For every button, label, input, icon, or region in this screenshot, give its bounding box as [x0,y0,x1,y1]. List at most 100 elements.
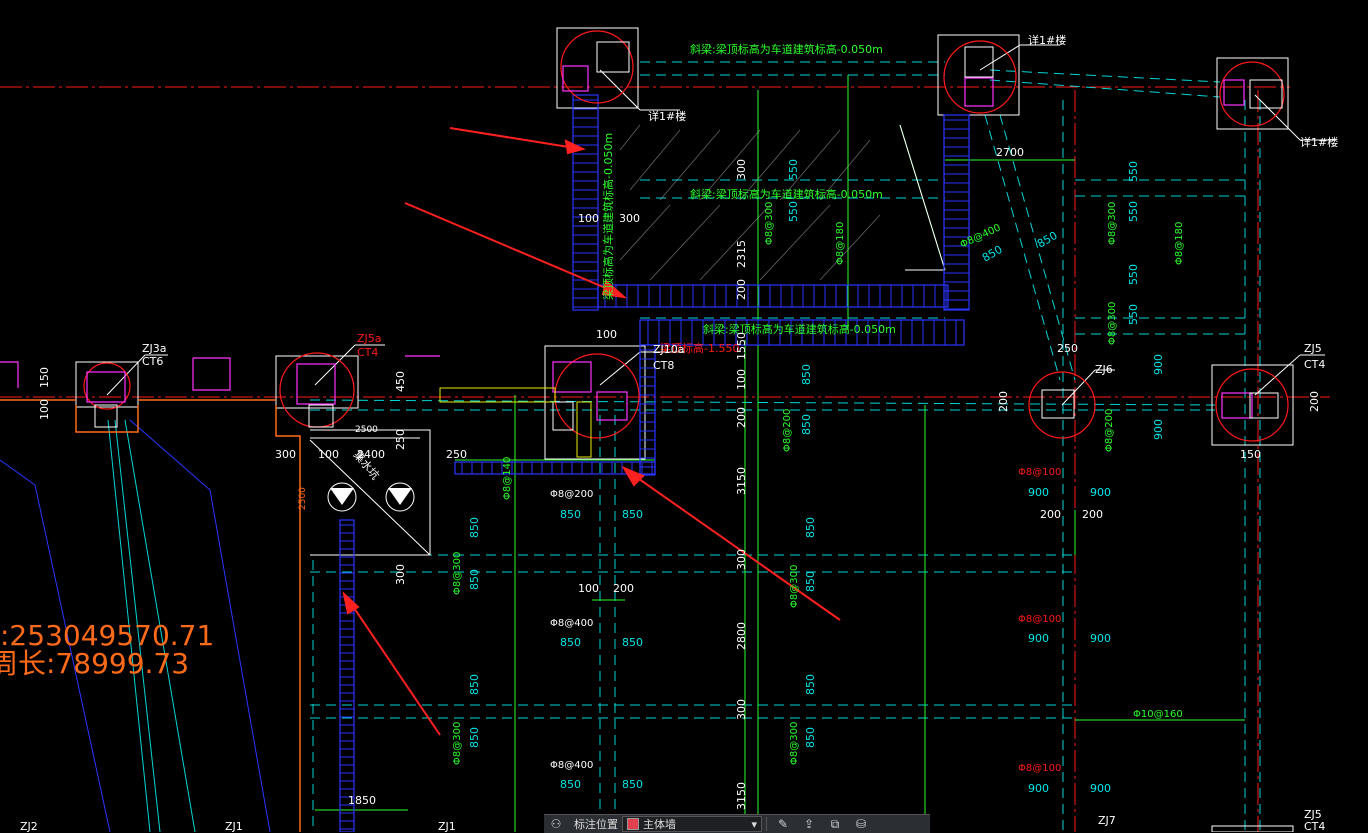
slope-note-1: 斜梁:梁顶标高为车道建筑标高-0.050m [690,42,883,56]
rebar-8: Φ8@200 [550,489,593,500]
dim-300-e: 300 [275,448,296,461]
drain-symbols [327,482,415,512]
dim-200-d: 200 [1040,508,1061,521]
dim-300-a: 300 [735,159,748,180]
cyan-grid-lines [299,61,1261,832]
dim-100-b: 100 [596,328,617,341]
ramp-hatch [619,124,881,281]
dim-850-l: 850 [622,636,643,649]
copy-icon: ⧉ [830,816,840,831]
rebar-19: Φ8@140 [502,457,513,500]
layer-dropdown[interactable]: 主体墙 ▾ [622,816,762,832]
dim-2500: 2500 [355,425,378,435]
dim-900-g: 900 [1028,782,1049,795]
ref-label-2: 详1#楼 [1028,33,1066,47]
dim-850-d: 850 [800,414,813,435]
axis-lines [0,86,1330,832]
dim-900-h: 900 [1090,782,1111,795]
dim-3150-a: 3150 [735,467,748,495]
layer-label: 标注位置 [574,819,618,831]
dim-550-d: 550 [1127,201,1140,222]
yellow-column [576,401,592,458]
beam-ladders [339,94,970,832]
slope-note-2: 斜梁:梁顶标高为车道建筑标高-0.050m [690,187,883,201]
dim-850-h: 850 [468,569,481,590]
orange-outlines [0,399,301,832]
dim-850-o: 850 [468,674,481,695]
dim-900-d: 900 [1090,486,1111,499]
dim-150-b: 150 [1240,448,1261,461]
dim-100-d: 100 [578,582,599,595]
label-zj3a: ZJ3a [142,342,167,355]
dim-100-f: 100 [318,448,339,461]
left-blue-lines [0,419,271,832]
layer-label-container: 标注位置 [570,815,622,833]
stack-button[interactable]: ⛁ [849,815,875,833]
dim-150-a: 150 [38,367,51,388]
label-zj1a: ZJ1 [225,820,243,832]
match-button[interactable]: ✎ [771,815,797,833]
dim-200-a: 200 [735,279,748,300]
dim-200-e: 200 [997,391,1010,412]
dim-200-f: 200 [1308,391,1321,412]
rebar-18: Φ8@300 [452,722,463,765]
match-icon: ✎ [777,817,789,831]
label-zj5b: ZJ5 [1304,808,1322,821]
label-zj5a: ZJ5a [357,332,382,345]
rebar-15: Φ8@100 [1018,614,1061,625]
vertical-note: 梁顶标高为车道建筑标高-0.050m [601,133,615,300]
label-zj6: ZJ6 [1095,363,1113,376]
green-lines [315,75,1245,832]
dim-2400: 2400 [357,448,385,461]
dim-900-a: 900 [1152,354,1165,375]
chevron-down-icon: ▾ [751,818,757,831]
rebar-2: Φ8@180 [835,222,846,265]
move-button[interactable]: ⇪ [797,815,823,833]
dim-900-e: 900 [1028,632,1049,645]
label-zj1b: ZJ1 [438,820,456,832]
dim-300-f: 300 [394,564,407,585]
slope-note-3: 斜梁:梁顶标高为车道建筑标高-0.050m [703,322,896,336]
dim-450: 450 [394,371,407,392]
rebar-7: Φ8@200 [782,409,793,452]
rebar-1: Φ8@300 [764,202,775,245]
dim-850-q: 850 [804,674,817,695]
dim-850-r: 850 [804,727,817,748]
layer-state-button[interactable]: ⚇ [544,815,570,833]
dim-550-b: 550 [787,201,800,222]
dim-850-g: 850 [468,517,481,538]
dim-300-d: 300 [735,699,748,720]
rebar-5: Φ8@180 [1174,222,1185,265]
dim-200-b: 200 [735,407,748,428]
dim-900-c: 900 [1028,486,1049,499]
stack-icon: ⛁ [855,817,867,831]
dim-1550: 1550 [735,332,748,360]
label-ct4a: CT4 [357,346,378,359]
dim-100-c: 100 [735,369,748,390]
rebar-20: Φ8@300 [789,722,800,765]
rebar-12: Φ8@400 [550,760,593,771]
yellow-beam [439,387,556,403]
layer-color-swatch [627,818,639,830]
dim-200-c: 200 [613,582,634,595]
dim-250-b: 250 [1057,342,1078,355]
label-zj2: ZJ2 [20,820,38,832]
label-ct8: CT8 [653,359,674,372]
dim-850-m: 850 [560,778,581,791]
columns-white [94,41,1283,431]
dim-3150-b: 3150 [735,782,748,810]
label-zj10a: ZJ10a [653,343,685,356]
ref-label-1: 详1#楼 [648,109,686,123]
dim-850-c: 850 [800,364,813,385]
label-ct4c: CT4 [1304,820,1325,832]
layer-state-icon: ⚇ [550,817,562,831]
rebar-4: Φ8@300 [1107,202,1118,245]
dim-550-e: 550 [1127,264,1140,285]
label-zj5: ZJ5 [1304,342,1322,355]
copy-button[interactable]: ⧉ [823,815,849,833]
dim-550-a: 550 [787,159,800,180]
perimeter-readout: 周长:78999.73 [0,647,189,680]
toolbar-separator [766,817,767,831]
white-outlines [75,27,1335,832]
